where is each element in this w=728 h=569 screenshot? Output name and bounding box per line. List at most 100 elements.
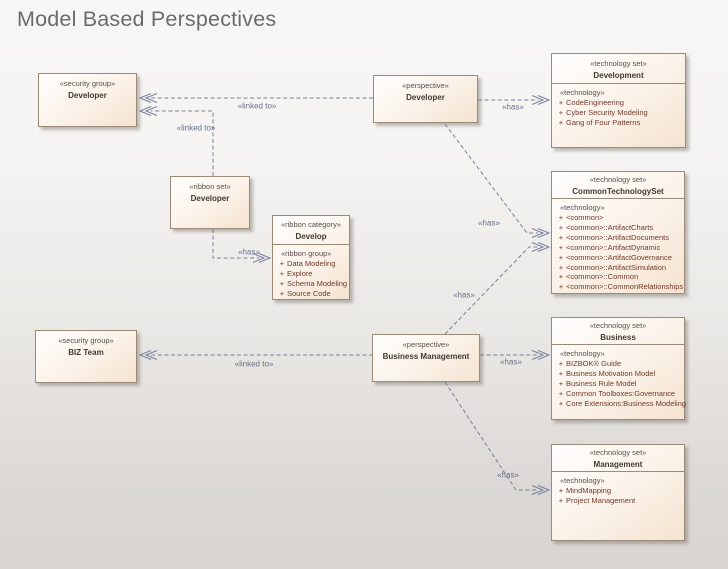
- node-name: Business Management: [382, 352, 470, 361]
- node-header: «security group» BIZ Team: [36, 331, 136, 358]
- plus-marker: +: [279, 268, 285, 278]
- node-list-compartment: «technology» +MindMapping +Project Manag…: [552, 471, 684, 508]
- list-item: +<common>::ArtifactCharts: [552, 223, 682, 233]
- node-header: «technology set» CommonTechnologySet: [552, 172, 684, 198]
- list-header: «ribbon group»: [281, 249, 332, 258]
- node-header: «perspective» Developer: [374, 76, 477, 103]
- connector-label-linked-to: «linked to»: [237, 101, 277, 111]
- item-label: <common>::Common: [566, 272, 639, 282]
- stereotype-label: «technology set»: [589, 321, 647, 330]
- stereotype-label: «ribbon category»: [280, 220, 342, 229]
- plus-marker: +: [558, 359, 564, 368]
- item-label: Cyber Security Modeling: [566, 107, 648, 117]
- node-header: «technology set» Management: [552, 445, 684, 471]
- connector-label-has: «has»: [478, 218, 500, 228]
- connector-label-has: «has»: [238, 247, 260, 257]
- item-label: <common>::ArtifactDocuments: [566, 232, 669, 242]
- plus-marker: +: [558, 368, 564, 378]
- list-header: «technology»: [560, 349, 605, 358]
- list-item: +<common>::Common: [552, 272, 682, 282]
- stereotype-label: «perspective»: [402, 81, 449, 90]
- item-label: <common>::CommonRelationships: [566, 282, 684, 292]
- item-label: <common>::ArtifactCharts: [566, 222, 654, 232]
- node-technology-set-development[interactable]: «technology set» Development «technology…: [551, 53, 686, 148]
- plus-marker: +: [558, 232, 564, 242]
- item-label: Explore: [287, 268, 313, 278]
- node-name: BIZ Team: [68, 348, 104, 357]
- connector-label-linked-to: «linked to»: [234, 359, 274, 369]
- node-header: «technology set» Business: [552, 318, 684, 344]
- plus-marker: +: [279, 259, 285, 268]
- item-label: Source Code: [287, 288, 331, 298]
- node-ribbon-set-developer[interactable]: «ribbon set» Developer: [170, 176, 250, 229]
- plus-marker: +: [558, 222, 564, 232]
- arrowhead-icon: [531, 95, 551, 105]
- plus-marker: +: [558, 486, 564, 495]
- list-item: +BIZBOK® Guide: [552, 359, 682, 369]
- item-label: <common>::ArtifactDynamic: [566, 242, 661, 252]
- item-label: CodeEngineering: [566, 98, 624, 107]
- plus-marker: +: [558, 213, 564, 222]
- node-name: Develop: [295, 232, 327, 241]
- plus-marker: +: [558, 252, 564, 262]
- node-security-group-developer[interactable]: «security group» Developer: [38, 73, 137, 127]
- list-item: +Common Toolboxes:Governance: [552, 389, 682, 399]
- list-item: +Cyber Security Modeling: [552, 108, 683, 118]
- plus-marker: +: [558, 398, 564, 408]
- node-name: Developer: [68, 91, 107, 100]
- node-header: «ribbon category» Develop: [273, 216, 349, 244]
- node-header: «security group» Developer: [39, 74, 136, 101]
- item-label: Data Modeling: [287, 259, 336, 268]
- connector-label-has: «has»: [500, 357, 522, 367]
- list-item: +<common>::ArtifactDocuments: [552, 233, 682, 243]
- list-item: +Gang of Four Patterns: [552, 118, 683, 128]
- node-name: CommonTechnologySet: [572, 187, 664, 196]
- node-name: Management: [593, 460, 643, 469]
- node-security-group-biz-team[interactable]: «security group» BIZ Team: [35, 330, 137, 383]
- arrowhead-icon: [531, 350, 551, 360]
- node-header: «ribbon set» Developer: [171, 177, 249, 204]
- node-technology-set-business[interactable]: «technology set» Business «technology» +…: [551, 317, 686, 420]
- stereotype-label: «technology set»: [589, 448, 647, 457]
- connector-label-has: «has»: [453, 290, 475, 300]
- node-header: «technology set» Development: [552, 54, 685, 83]
- item-label: <common>::ArtifactGovernance: [566, 252, 672, 262]
- plus-marker: +: [558, 378, 564, 388]
- item-label: <common>: [566, 213, 604, 222]
- node-list-compartment: «technology» +<common> +<common>::Artifa…: [552, 198, 684, 294]
- plus-marker: +: [279, 288, 285, 298]
- node-list-compartment: «ribbon group» +Data Modeling +Explore +…: [273, 244, 349, 301]
- stereotype-label: «perspective»: [402, 340, 450, 349]
- arrowhead-icon: [138, 93, 158, 103]
- stereotype-label: «technology set»: [589, 175, 647, 184]
- connector-linked-to-developer-ribbon: [151, 110, 214, 176]
- arrowhead-icon: [138, 350, 158, 360]
- node-perspective-developer[interactable]: «perspective» Developer: [373, 75, 478, 123]
- list-header: «technology»: [560, 88, 605, 97]
- node-perspective-business-management[interactable]: «perspective» Business Management: [372, 334, 480, 382]
- stereotype-label: «security group»: [59, 79, 116, 88]
- list-item: +Source Code: [273, 289, 347, 299]
- item-label: Project Management: [566, 495, 636, 505]
- connector-has-management: [444, 381, 538, 491]
- list-item: +Schema Modeling: [273, 279, 347, 289]
- arrowhead-icon: [531, 228, 551, 238]
- diagram-title: Model Based Perspectives: [17, 7, 277, 31]
- list-item: +<common>: [552, 213, 682, 223]
- plus-marker: +: [558, 242, 564, 252]
- node-name: Developer: [406, 93, 445, 102]
- stereotype-label: «security group»: [58, 336, 114, 345]
- connector-label-has: «has»: [497, 470, 519, 480]
- item-label: Gang of Four Patterns: [566, 117, 641, 127]
- node-technology-set-management[interactable]: «technology set» Management «technology»…: [551, 444, 685, 541]
- list-item: +Project Management: [552, 496, 682, 506]
- plus-marker: +: [558, 495, 564, 505]
- arrowhead-icon: [138, 106, 158, 116]
- stereotype-label: «ribbon set»: [189, 182, 231, 191]
- node-ribbon-category-develop[interactable]: «ribbon category» Develop «ribbon group»…: [272, 215, 350, 300]
- item-label: Business Motivation Model: [566, 368, 656, 378]
- item-label: <common>::ArtifactSimulation: [566, 262, 667, 272]
- plus-marker: +: [558, 117, 564, 127]
- node-name: Development: [593, 71, 644, 80]
- node-technology-set-common[interactable]: «technology set» CommonTechnologySet «te…: [551, 171, 685, 294]
